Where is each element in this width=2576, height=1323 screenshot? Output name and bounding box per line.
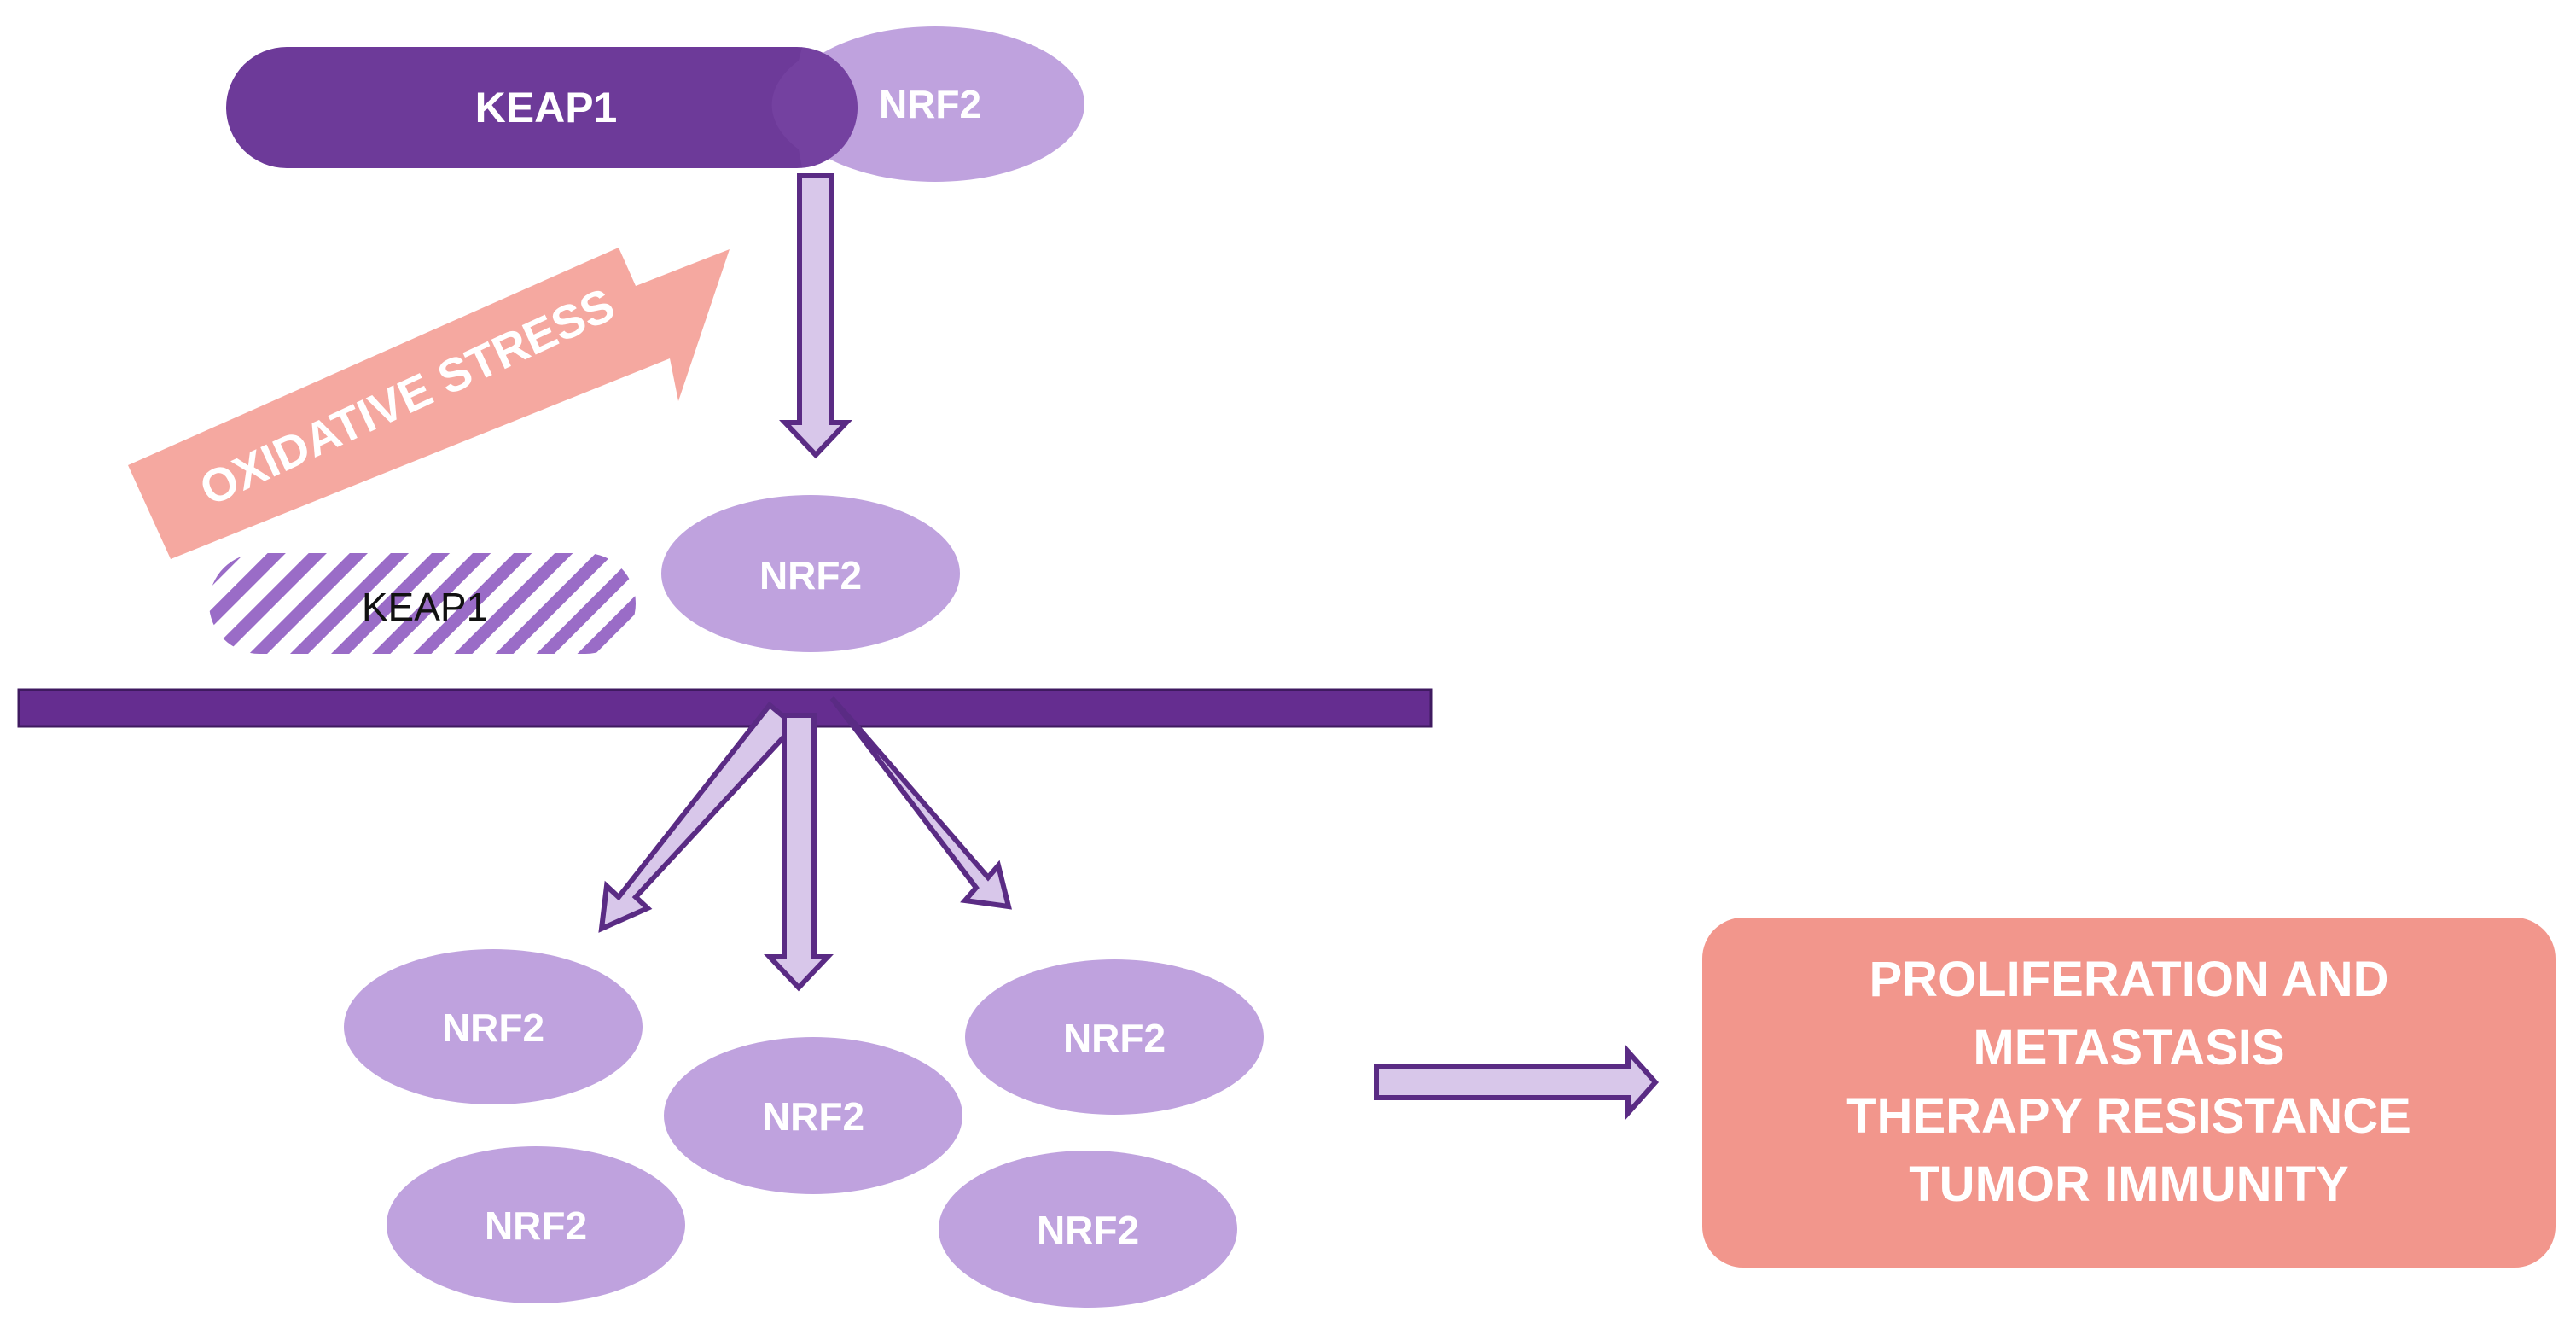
keap1-hatched-bar — [209, 553, 636, 654]
outcome-line-1: PROLIFERATION AND — [1869, 952, 2389, 1007]
outcome-line-2: METASTASIS — [1973, 1020, 2284, 1075]
nuclear-nrf2-item: NRF2 — [664, 1037, 962, 1194]
outcome-arrow — [1374, 1045, 1660, 1120]
nrf2-ellipse — [344, 949, 643, 1104]
nrf2-label: NRF2 — [442, 1005, 544, 1050]
keap1-label-released: KEAP1 — [362, 585, 488, 629]
complex-overlap — [771, 47, 858, 168]
nrf2-ellipse-free — [661, 495, 960, 652]
nrf2-label-free: NRF2 — [759, 553, 862, 597]
outcome-line-4: TUMOR IMMUNITY — [1909, 1157, 2349, 1212]
keap1-bar-top — [226, 47, 858, 168]
degraded-keap1: KEAP1 — [209, 553, 636, 654]
translocation-arrow-right — [829, 696, 1012, 910]
outcome-box-bg — [1702, 918, 2556, 1268]
nrf2-ellipse-top — [786, 26, 1084, 182]
nuclear-membrane — [17, 688, 1433, 728]
nrf2-ellipse — [965, 959, 1264, 1115]
nrf2-label: NRF2 — [1037, 1208, 1139, 1252]
nrf2-label-top: NRF2 — [879, 82, 981, 126]
keap1-label-top: KEAP1 — [475, 84, 618, 131]
nrf2-label: NRF2 — [762, 1094, 864, 1139]
free-nrf2: NRF2 — [661, 495, 960, 652]
nrf2-label: NRF2 — [485, 1204, 587, 1248]
nuclear-nrf2-item: NRF2 — [344, 949, 643, 1104]
nrf2-ellipse — [387, 1146, 685, 1303]
nuclear-nrf2-item: NRF2 — [939, 1151, 1237, 1308]
top-complex: KEAP1 NRF2 — [226, 26, 1084, 182]
stress-arrow-shape — [128, 248, 730, 559]
nuclear-nrf2-item: NRF2 — [965, 959, 1264, 1115]
nuclear-nrf2-group: NRF2 NRF2 NRF2 NRF2 NRF2 — [344, 949, 1264, 1308]
oxidative-stress-arrow: OXIDATIVE STRESS — [128, 248, 730, 559]
nrf2-ellipse — [664, 1037, 962, 1194]
translocation-arrow-center — [764, 713, 834, 992]
outcome-box: PROLIFERATION AND METASTASIS THERAPY RES… — [1702, 918, 2556, 1268]
nuclear-nrf2-item: NRF2 — [387, 1146, 685, 1303]
translocation-arrow-left — [598, 701, 799, 933]
release-down-arrow — [779, 173, 852, 459]
outcome-line-3: THERAPY RESISTANCE — [1846, 1088, 2411, 1144]
nrf2-label: NRF2 — [1063, 1016, 1166, 1060]
translocation-arrows — [598, 696, 1012, 992]
nrf2-ellipse — [939, 1151, 1237, 1308]
